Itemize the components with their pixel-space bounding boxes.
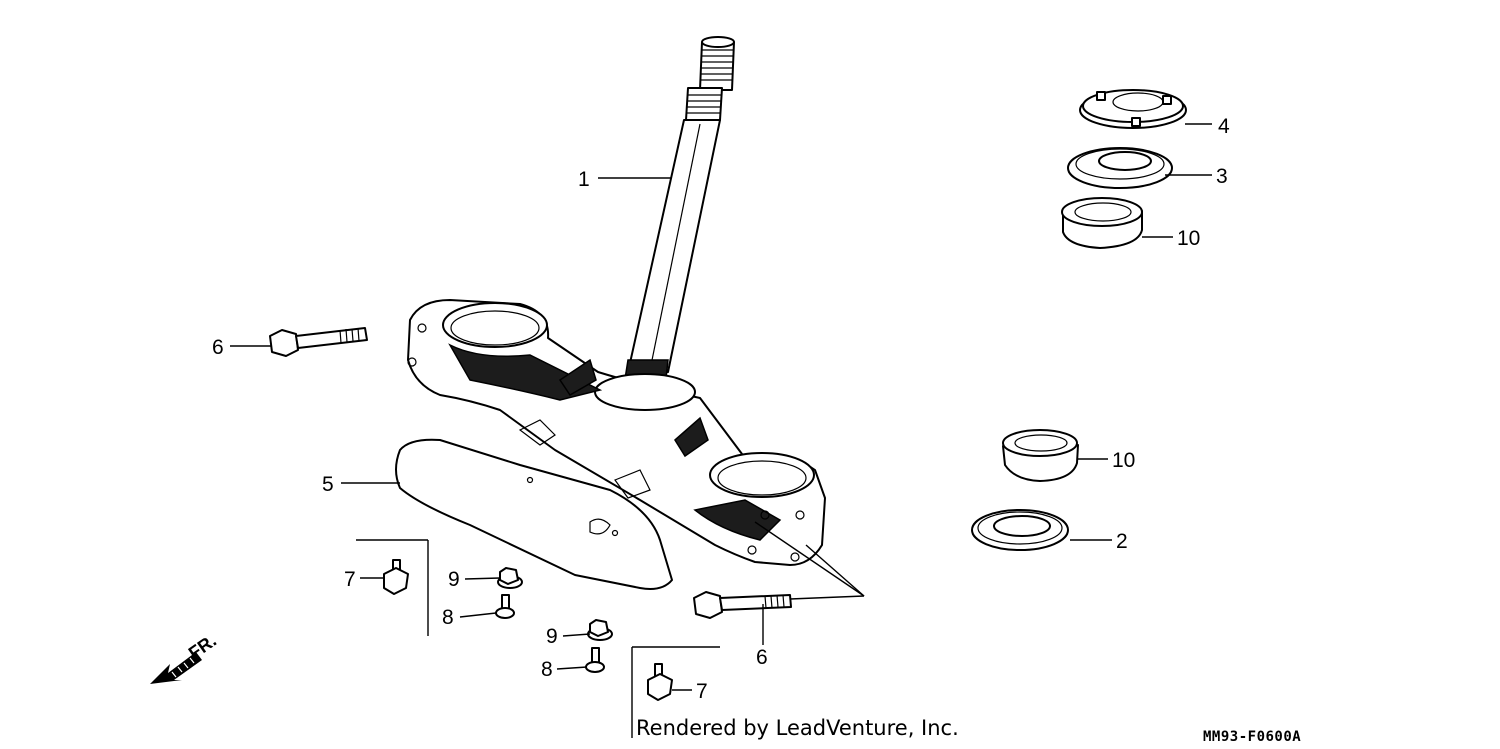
callout-3: 3 [1216, 165, 1228, 188]
bolt-8-center[interactable] [585, 647, 605, 673]
callout-9-center: 9 [546, 625, 558, 648]
adjusting-nut[interactable] [1079, 89, 1187, 129]
steering-stem-shaft[interactable] [621, 36, 735, 399]
callout-10-upper: 10 [1177, 227, 1200, 250]
bolt-8-left[interactable] [495, 594, 515, 619]
outer-race[interactable] [971, 509, 1069, 551]
callout-7-right: 7 [696, 680, 708, 703]
lower-bracket[interactable] [407, 299, 826, 566]
bearing-upper[interactable] [1061, 197, 1143, 249]
callout-2: 2 [1116, 530, 1128, 553]
bolt-upper[interactable] [269, 327, 368, 357]
diagram-code: MM93-F0600A [1203, 729, 1302, 745]
bearing-lower[interactable] [1002, 429, 1079, 482]
callout-4: 4 [1218, 115, 1230, 138]
bolt-lower[interactable] [693, 591, 792, 619]
callout-7-left: 7 [344, 568, 356, 591]
callout-8-left: 8 [442, 606, 454, 629]
render-credit: Rendered by LeadVenture, Inc. [636, 716, 959, 740]
callout-10-lower: 10 [1112, 449, 1135, 472]
dust-seal[interactable] [1067, 147, 1173, 189]
callout-6-upper: 6 [212, 336, 224, 359]
callout-6-lower: 6 [756, 646, 768, 669]
cover-plate[interactable] [395, 438, 673, 590]
nut-9-center[interactable] [587, 619, 613, 641]
bolt-7-left[interactable] [383, 559, 409, 595]
bolt-7-right[interactable] [647, 663, 673, 701]
front-direction-arrow-icon [150, 652, 202, 684]
nut-9-left[interactable] [497, 567, 523, 589]
callout-5: 5 [322, 473, 334, 496]
leader-lines [230, 123, 1212, 738]
callout-9-left: 9 [448, 568, 460, 591]
callout-1: 1 [578, 168, 590, 191]
callout-8-center: 8 [541, 658, 553, 681]
